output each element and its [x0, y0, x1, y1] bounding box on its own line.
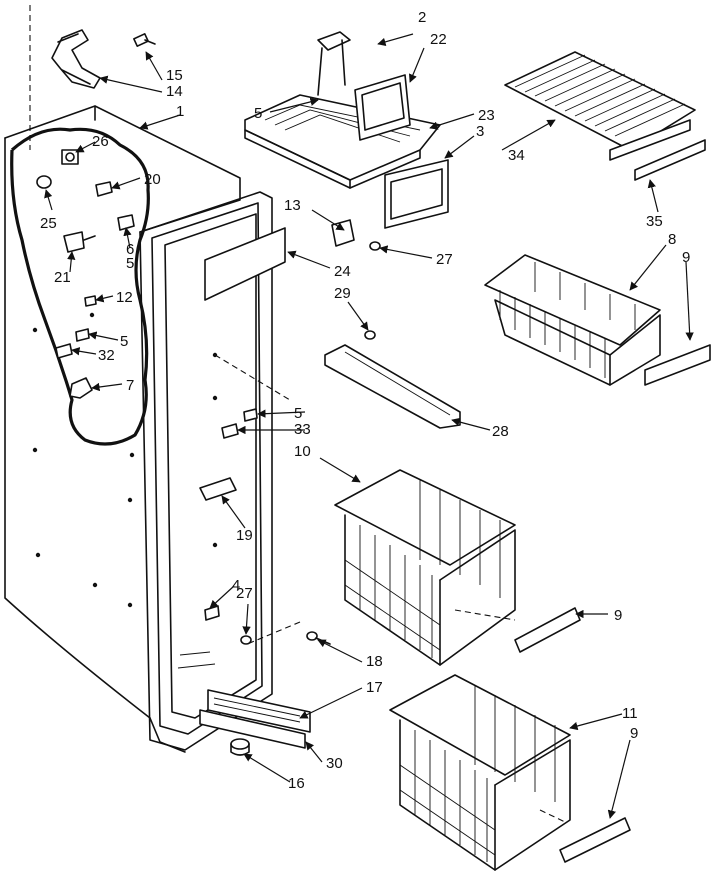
callout-label: 26	[92, 133, 109, 150]
control-parts	[36, 149, 331, 756]
callout-label: 2	[418, 9, 426, 26]
callout-label: 7	[126, 377, 134, 394]
callout-label: 21	[54, 269, 71, 286]
callout-label: 15	[166, 67, 183, 84]
callout-label: 24	[334, 263, 351, 280]
callout-label: 1	[176, 103, 184, 120]
wire-shelf	[504, 51, 706, 181]
callout-label: 30	[326, 755, 343, 772]
trim-strip	[644, 344, 711, 386]
callout-label: 17	[366, 679, 383, 696]
callout-label: 5	[120, 333, 128, 350]
trim-strip	[514, 607, 581, 653]
callout-label: 3	[476, 123, 484, 140]
callout-label: 19	[236, 527, 253, 544]
handle-bracket-part	[51, 29, 101, 89]
basket-10	[334, 469, 516, 666]
callout-label: 18	[366, 653, 383, 670]
callout-label: 13	[284, 197, 301, 214]
callout-label: 27	[436, 251, 453, 268]
callout-label: 28	[492, 423, 509, 440]
callout-label: 6	[126, 241, 134, 258]
callout-label: 20	[144, 171, 161, 188]
callout-label: 35	[646, 213, 663, 230]
callout-label: 32	[98, 347, 115, 364]
callout-label: 5	[294, 405, 302, 422]
callout-label: 11	[622, 705, 638, 722]
callout-label: 22	[430, 31, 447, 48]
callout-label: 9	[614, 607, 622, 624]
callout-label: 16	[288, 775, 305, 792]
callout-label: 5	[254, 105, 262, 122]
basket-11	[389, 674, 571, 871]
callout-label: 23	[478, 107, 495, 124]
callout-label: 29	[334, 285, 351, 302]
callout-label: 34	[508, 147, 525, 164]
basket-8	[484, 254, 661, 386]
callout-label: 12	[116, 289, 133, 306]
leader-lines	[44, 33, 694, 819]
callout-label: 5	[126, 255, 134, 272]
callout-label: 8	[668, 231, 676, 248]
callout-label: 9	[682, 249, 690, 266]
callout-labels: 1 2 3 4 5 5 5 5 6 7 8 9 9 9 10 11 12 13 …	[40, 9, 690, 792]
trim-strip	[559, 817, 631, 863]
callout-label: 27	[236, 585, 253, 602]
callout-label: 10	[294, 443, 311, 460]
callout-label: 9	[630, 725, 638, 742]
ice-tray-assembly	[244, 31, 449, 229]
callout-label: 25	[40, 215, 57, 232]
callout-label: 4	[232, 577, 240, 594]
callout-label: 33	[294, 421, 311, 438]
screw-part	[133, 33, 156, 47]
callout-label: 14	[166, 83, 183, 100]
